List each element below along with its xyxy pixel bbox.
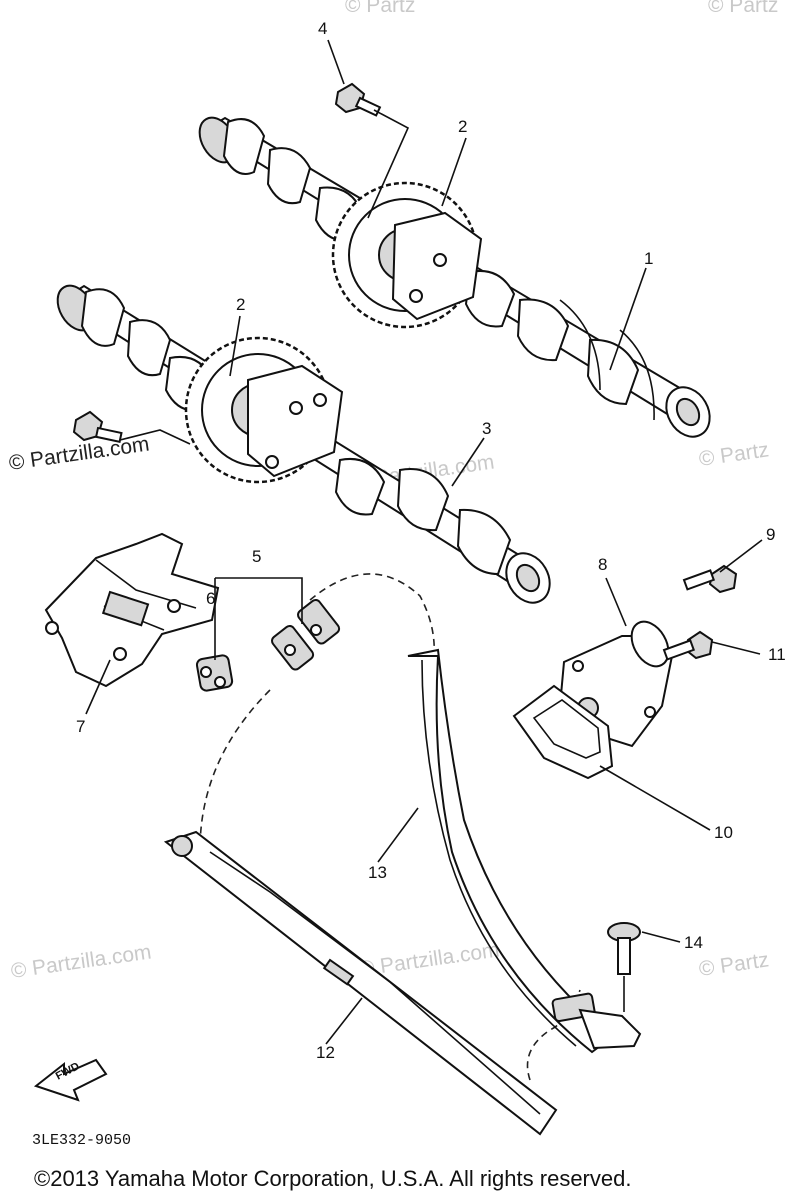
- cam-sprocket-lower: [184, 336, 344, 484]
- gasket-part-10: [512, 684, 614, 780]
- callout-9: 9: [766, 525, 775, 544]
- chain-link-part-5: [271, 599, 341, 671]
- cam-chain-path-left: [199, 689, 271, 851]
- callout-2-lower: 2: [236, 295, 245, 314]
- callout-4: 4: [318, 19, 327, 38]
- watermark-left: © Partzilla.com: [7, 432, 150, 474]
- callout-12: 12: [316, 1043, 335, 1062]
- chain-guide-part-13: [407, 648, 642, 1054]
- cam-chain-path: [309, 573, 436, 657]
- bolt-part-9: [682, 564, 738, 594]
- callout-13: 13: [368, 863, 387, 882]
- callout-14: 14: [684, 933, 703, 952]
- callout-11: 11: [768, 645, 786, 664]
- chain-link-part-6: [195, 654, 234, 692]
- chain-guide-top-part-7: [44, 532, 220, 688]
- screw-part-14: [607, 922, 641, 975]
- cam-sprocket-upper: [331, 181, 483, 329]
- chain-guide-part-12: [163, 830, 558, 1136]
- cam-chain-path-bottom: [526, 989, 581, 1081]
- diagram-code: 3LE332-9050: [32, 1132, 131, 1149]
- callout-7: 7: [76, 717, 85, 736]
- bolt-part-11: [662, 630, 714, 661]
- callout-2-upper: 2: [458, 117, 467, 136]
- bolt-part-4: [334, 82, 410, 219]
- callout-5: 5: [252, 547, 261, 566]
- callout-8: 8: [598, 555, 607, 574]
- watermark-top-right: © Partz: [708, 0, 778, 17]
- forward-arrow-icon: FWD: [33, 1058, 108, 1102]
- callout-3: 3: [482, 419, 491, 438]
- watermark-lower-right: © Partz: [697, 948, 770, 981]
- bolt-sprocket-lower: [72, 410, 191, 445]
- leader-lines: [85, 39, 763, 1045]
- watermark-right: © Partz: [697, 438, 770, 471]
- callout-6: 6: [206, 589, 215, 608]
- watermark-top: © Partz: [345, 0, 415, 17]
- callout-1: 1: [644, 249, 653, 268]
- copyright-notice: ©2013 Yamaha Motor Corporation, U.S.A. A…: [34, 1166, 631, 1191]
- watermark-lower-left: © Partzilla.com: [9, 940, 152, 982]
- callout-10: 10: [714, 823, 733, 842]
